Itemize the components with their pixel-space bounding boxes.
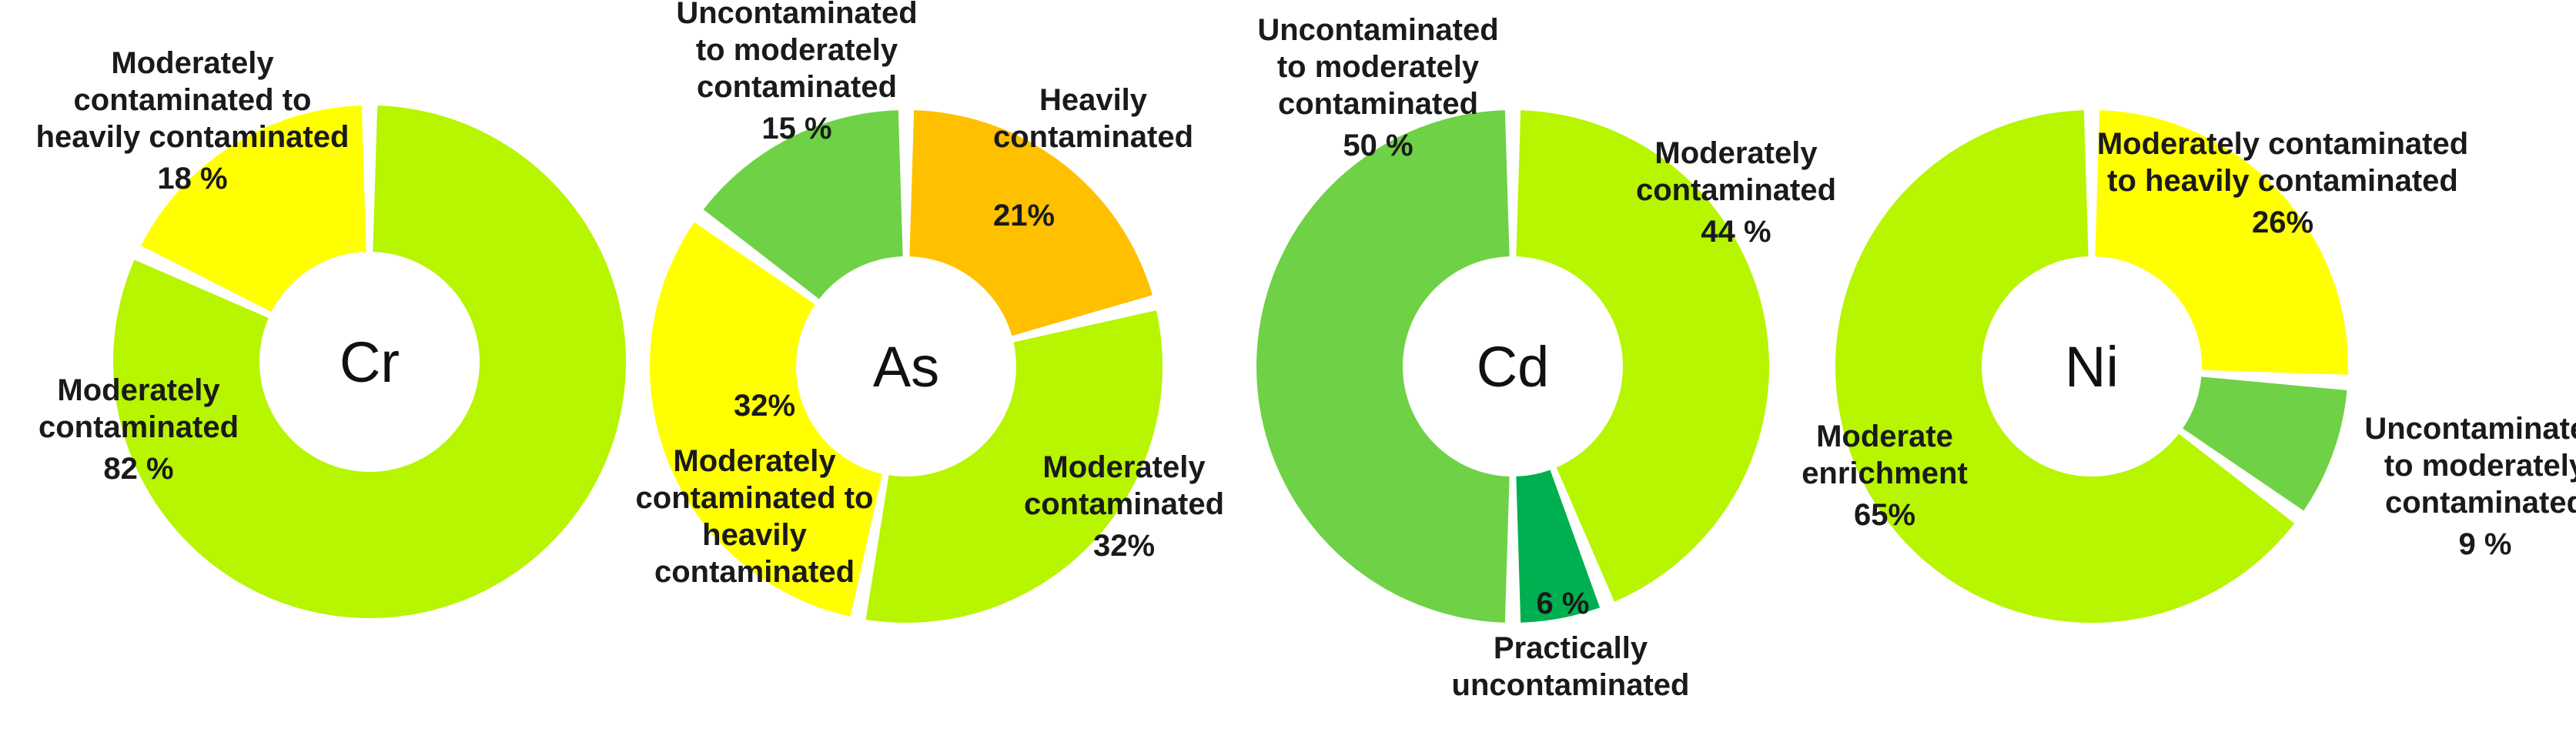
- donut-chart-as: As21%HeavilycontaminatedModeratelycontam…: [636, 0, 1224, 623]
- slice-category-label: contaminated: [697, 70, 897, 104]
- center-label: Ni: [2065, 335, 2119, 399]
- slice-value-label: 21%: [993, 199, 1055, 232]
- slice-category-label: Moderately: [1042, 450, 1206, 484]
- slice-category-label: Heavily: [1039, 83, 1148, 117]
- slice-value-label: 18 %: [157, 162, 227, 196]
- slice-category-label: to moderately: [2384, 449, 2576, 483]
- donut-slice: [2183, 376, 2347, 511]
- slice-value-label: 50 %: [1343, 129, 1413, 162]
- slice-value-label: 32%: [734, 389, 795, 423]
- donut-slice: [865, 310, 1163, 623]
- slice-category-label: Uncontaminated: [676, 0, 917, 30]
- slice-category-label: enrichment: [1802, 456, 1968, 490]
- slice-category-label: Practically: [1494, 631, 1648, 665]
- slice-category-label: contaminated: [993, 120, 1193, 154]
- donut-slice: [112, 105, 626, 618]
- slice-value-label: 65%: [1854, 498, 1915, 532]
- slice-category-label: to moderately: [696, 33, 898, 67]
- slice-category-label: to heavily contaminated: [2107, 164, 2458, 198]
- slice-value-label: 32%: [1093, 529, 1155, 563]
- slice-category-label: heavily: [702, 518, 807, 552]
- slice-category-label: uncontaminated: [1452, 668, 1690, 702]
- center-label: Cd: [1477, 335, 1550, 399]
- slice-category-label: Moderately contaminated: [2097, 127, 2468, 161]
- donut-slice: [141, 105, 366, 313]
- slice-value-label: 6 %: [1537, 587, 1590, 620]
- donut-slice: [2095, 110, 2348, 375]
- slice-category-label: contaminated: [1636, 173, 1836, 207]
- slice-category-label: Moderately: [111, 46, 274, 80]
- donut-slice: [1835, 110, 2295, 624]
- slice-category-label: contaminated to: [74, 83, 312, 117]
- slice-category-label: Uncontaminated: [1257, 13, 1498, 47]
- slice-category-label: Moderately: [673, 444, 836, 478]
- slice-value-label: 82 %: [103, 452, 173, 486]
- donut-slice: [1516, 110, 1769, 602]
- slice-category-label: Moderately: [1654, 136, 1818, 170]
- donut-slice: [1256, 110, 1510, 623]
- slice-category-label: Moderate: [1816, 420, 1953, 453]
- donut-slice: [909, 110, 1153, 336]
- slice-value-label: 44 %: [1701, 215, 1771, 249]
- donut-slice: [1516, 470, 1601, 623]
- slice-category-label: to moderately: [1277, 50, 1480, 84]
- slice-category-label: heavily contaminated: [36, 120, 350, 154]
- center-label: Cr: [340, 330, 400, 394]
- slice-category-label: contaminated: [38, 410, 239, 444]
- donut-slice: [703, 110, 903, 299]
- slice-value-label: 15 %: [761, 112, 831, 145]
- slice-value-label: 9 %: [2459, 527, 2512, 561]
- slice-category-label: contaminated: [1024, 487, 1224, 521]
- slice-category-label: contaminated: [654, 555, 855, 589]
- slice-category-label: contaminated to: [636, 481, 874, 515]
- slice-category-label: contaminated: [2385, 486, 2576, 520]
- donut-slice: [649, 222, 882, 617]
- slice-category-label: contaminated: [1278, 87, 1478, 121]
- slice-value-label: 26%: [2252, 206, 2313, 239]
- center-label: As: [873, 335, 939, 399]
- slice-category-label: Moderately: [57, 373, 220, 407]
- slice-category-label: Uncontaminated: [2364, 412, 2576, 446]
